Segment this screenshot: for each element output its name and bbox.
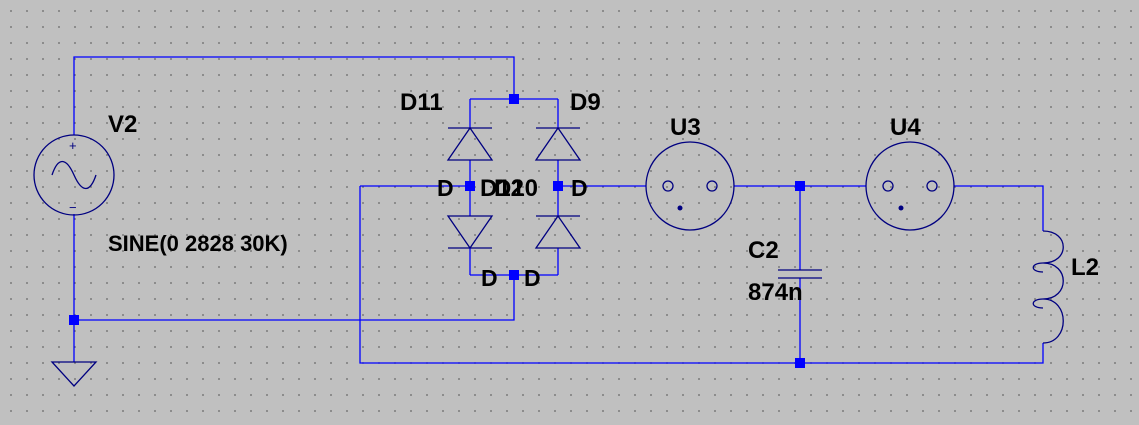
d9-label: D9 — [570, 89, 601, 116]
wires — [73, 56, 1044, 364]
diode-d11-icon — [446, 126, 494, 161]
u3-pin-left-icon — [662, 180, 674, 192]
d12-label: D12 — [480, 175, 524, 202]
c2-value: 874n — [748, 279, 803, 306]
junction-bridge-left[interactable] — [465, 181, 475, 191]
pin-label-bottom-left: D — [481, 265, 498, 291]
junction-bridge-right[interactable] — [553, 181, 563, 191]
u3-pin-right-icon — [706, 180, 718, 192]
sine-wave-icon — [51, 160, 97, 190]
u4-label: U4 — [890, 114, 921, 141]
capacitor-icon — [778, 269, 822, 279]
wire-ground-return[interactable] — [73, 214, 515, 362]
component-u3[interactable] — [645, 141, 735, 231]
diode-d11[interactable] — [446, 126, 494, 161]
c2-label: C2 — [748, 237, 779, 264]
pin-label-bottom-right: D — [524, 265, 541, 291]
junctions — [69, 94, 805, 368]
junction-bridge-bottom[interactable] — [509, 270, 519, 280]
pin-label-left-mid: D — [437, 175, 454, 201]
u3-label: U3 — [670, 114, 701, 141]
diode-d9[interactable] — [534, 126, 582, 161]
wire-left-return[interactable] — [359, 186, 1044, 364]
d11-label: D11 — [400, 89, 443, 116]
voltage-source-v2[interactable]: + − — [33, 134, 115, 216]
wire-v2-top-to-bridge[interactable] — [73, 56, 515, 135]
wire-u4-to-l2[interactable] — [954, 185, 1044, 231]
diode-d12-icon — [446, 215, 494, 250]
component-u4[interactable] — [865, 141, 955, 231]
diode-d10-icon — [534, 214, 582, 249]
inductor-loops-icon — [1032, 262, 1044, 309]
u3-body-icon — [645, 141, 735, 231]
diode-d12[interactable] — [446, 215, 494, 250]
v2-value: SINE(0 2828 30K) — [108, 231, 288, 256]
v2-plus-sign: + — [69, 138, 77, 153]
l2-label: L2 — [1071, 254, 1099, 281]
v2-label: V2 — [108, 111, 137, 138]
ground-icon — [50, 361, 98, 387]
u4-dot-icon — [898, 205, 904, 211]
capacitor-c2[interactable] — [778, 269, 822, 279]
inductor-l2[interactable] — [1032, 230, 1064, 344]
diode-d9-icon — [534, 126, 582, 161]
junction-c2-top[interactable] — [795, 181, 805, 191]
u4-pin-right-icon — [926, 180, 938, 192]
d10-label: D10 — [494, 175, 538, 202]
v2-minus-sign: − — [69, 200, 77, 215]
junction-c2-bottom[interactable] — [795, 358, 805, 368]
junction-bridge-top[interactable] — [509, 94, 519, 104]
inductor-icon — [1042, 230, 1064, 344]
u3-dot-icon — [677, 205, 683, 211]
junction-ground[interactable] — [69, 315, 79, 325]
pin-label-right-mid: D — [571, 175, 588, 201]
u4-body-icon — [865, 141, 955, 231]
sine-source-icon — [33, 134, 115, 216]
u4-pin-left-icon — [882, 180, 894, 192]
diode-d10[interactable] — [534, 214, 582, 249]
